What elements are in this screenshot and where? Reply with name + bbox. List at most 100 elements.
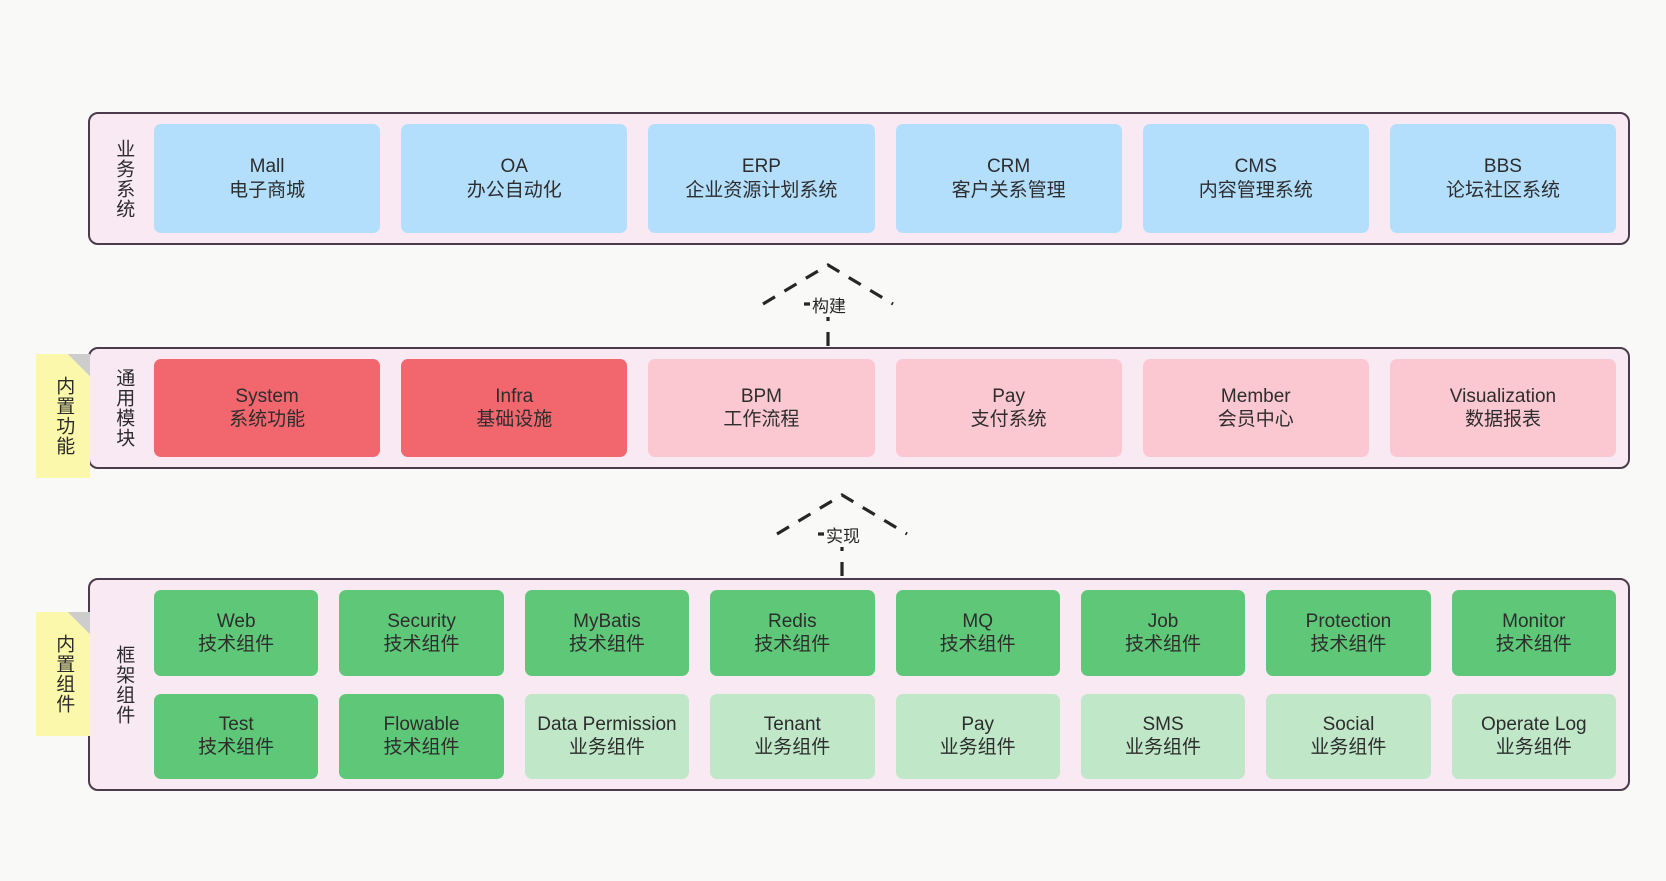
card-desc: 支付系统	[970, 409, 1047, 430]
card-monitor[interactable]: Monitor 技术组件	[1451, 590, 1616, 676]
card-test[interactable]: Test 技术组件	[154, 693, 319, 779]
card-title: Flowable	[383, 714, 460, 736]
card-title: Protection	[1305, 610, 1392, 632]
card-title: Tenant	[763, 714, 821, 736]
card-title: MyBatis	[573, 610, 641, 632]
card-title: MQ	[962, 610, 993, 632]
card-desc: 业务组件	[939, 737, 1016, 759]
layer-title-common-module: 通用模块	[113, 368, 135, 448]
card-title: Security	[387, 610, 456, 632]
card-title: ERP	[741, 156, 781, 178]
card-desc: 技术组件	[198, 633, 275, 655]
card-social[interactable]: Social 业务组件	[1266, 693, 1431, 779]
card-desc: 系统功能	[229, 409, 306, 430]
card-data-permission[interactable]: Data Permission 业务组件	[524, 693, 690, 779]
card-member[interactable]: Member 会员中心	[1142, 359, 1369, 457]
connector-build: 构建	[758, 262, 898, 346]
card-title: Infra	[495, 385, 534, 407]
card-desc: 电子商城	[229, 179, 306, 201]
card-desc: 技术组件	[383, 737, 460, 759]
card-title: Job	[1147, 610, 1179, 632]
card-desc: 办公自动化	[466, 179, 562, 201]
card-desc: 业务组件	[754, 737, 831, 759]
card-erp[interactable]: ERP 企业资源计划系统	[648, 124, 875, 233]
card-title: Data Permission	[537, 714, 677, 736]
card-title: Social	[1322, 714, 1375, 736]
card-security[interactable]: Security 技术组件	[339, 590, 504, 676]
card-visualization[interactable]: Visualization 数据报表	[1389, 359, 1617, 457]
card-desc: 技术组件	[568, 633, 645, 655]
card-title: BPM	[740, 385, 783, 407]
layer-title-business-system: 业务系统	[113, 138, 135, 219]
layer-body-framework-component: Web 技术组件 Security 技术组件 MyBatis 技术组件 Redi…	[144, 590, 1616, 779]
card-title: Member	[1220, 385, 1291, 407]
card-desc: 工作流程	[723, 409, 800, 430]
note-label: 内置功能	[53, 376, 75, 456]
card-desc: 企业资源计划系统	[685, 179, 838, 201]
card-desc: 论坛社区系统	[1445, 179, 1560, 201]
card-sms[interactable]: SMS 业务组件	[1080, 693, 1246, 779]
card-row-technical: Web 技术组件 Security 技术组件 MyBatis 技术组件 Redi…	[154, 590, 1616, 676]
card-desc: 技术组件	[1495, 633, 1572, 655]
connector-build-label: 构建	[810, 292, 848, 317]
note-label: 内置组件	[53, 634, 75, 714]
layer-business-system: 业务系统 Mall 电子商城 OA 办公自动化 ERP 企业资源计划系统 CRM…	[88, 112, 1630, 245]
card-desc: 业务组件	[568, 737, 645, 759]
card-pay[interactable]: Pay 支付系统	[895, 359, 1122, 457]
card-desc: 技术组件	[754, 633, 831, 655]
card-mall[interactable]: Mall 电子商城	[154, 124, 381, 233]
card-title: CRM	[986, 156, 1031, 178]
card-cms[interactable]: CMS 内容管理系统	[1142, 124, 1369, 233]
card-row: System 系统功能 Infra 基础设施 BPM 工作流程 Pay 支付系统…	[154, 359, 1617, 457]
layer-body-business-system: Mall 电子商城 OA 办公自动化 ERP 企业资源计划系统 CRM 客户关系…	[144, 124, 1617, 233]
layer-framework-component: 框架组件 Web 技术组件 Security 技术组件 MyBatis 技术组件…	[88, 578, 1630, 791]
card-oa[interactable]: OA 办公自动化	[401, 124, 628, 233]
card-pay-business[interactable]: Pay 业务组件	[895, 693, 1060, 779]
card-title: System	[235, 385, 299, 407]
card-desc: 会员中心	[1217, 409, 1294, 430]
card-desc: 内容管理系统	[1198, 179, 1313, 201]
card-flowable[interactable]: Flowable 技术组件	[339, 693, 504, 779]
card-title: Visualization	[1449, 385, 1557, 407]
card-crm[interactable]: CRM 客户关系管理	[895, 124, 1122, 233]
card-desc: 数据报表	[1464, 409, 1541, 430]
card-tenant[interactable]: Tenant 业务组件	[710, 693, 875, 779]
note-builtin-component: 内置组件	[36, 612, 90, 736]
card-bpm[interactable]: BPM 工作流程	[648, 359, 875, 457]
card-desc: 业务组件	[1310, 737, 1387, 759]
card-title: OA	[500, 156, 528, 178]
card-title: SMS	[1142, 714, 1184, 736]
card-system[interactable]: System 系统功能	[154, 359, 381, 457]
card-protection[interactable]: Protection 技术组件	[1266, 590, 1431, 676]
card-title: Test	[218, 714, 254, 736]
card-desc: 客户关系管理	[951, 179, 1066, 201]
card-mq[interactable]: MQ 技术组件	[895, 590, 1060, 676]
card-desc: 技术组件	[939, 633, 1016, 655]
card-title: Monitor	[1502, 610, 1566, 632]
card-redis[interactable]: Redis 技术组件	[710, 590, 875, 676]
card-title: Mall	[249, 156, 285, 178]
card-web[interactable]: Web 技术组件	[154, 590, 319, 676]
card-desc: 技术组件	[1125, 633, 1202, 655]
card-row: Mall 电子商城 OA 办公自动化 ERP 企业资源计划系统 CRM 客户关系…	[154, 124, 1617, 233]
card-title: BBS	[1483, 156, 1522, 178]
card-desc: 技术组件	[198, 737, 275, 759]
layer-common-module: 通用模块 System 系统功能 Infra 基础设施 BPM 工作流程 Pay…	[88, 347, 1630, 469]
card-desc: 业务组件	[1125, 737, 1202, 759]
card-job[interactable]: Job 技术组件	[1080, 590, 1246, 676]
card-title: CMS	[1234, 156, 1277, 178]
card-title: Redis	[768, 610, 817, 632]
connector-implement: 实现	[772, 492, 912, 576]
card-operate-log[interactable]: Operate Log 业务组件	[1451, 693, 1616, 779]
card-title: Pay	[961, 714, 995, 736]
card-title: Operate Log	[1480, 714, 1587, 736]
card-mybatis[interactable]: MyBatis 技术组件	[524, 590, 690, 676]
card-row-business: Test 技术组件 Flowable 技术组件 Data Permission …	[154, 693, 1616, 779]
card-bbs[interactable]: BBS 论坛社区系统	[1389, 124, 1617, 233]
layer-body-common-module: System 系统功能 Infra 基础设施 BPM 工作流程 Pay 支付系统…	[144, 359, 1617, 457]
card-infra[interactable]: Infra 基础设施	[401, 359, 628, 457]
card-desc: 业务组件	[1495, 737, 1572, 759]
card-desc: 技术组件	[383, 633, 460, 655]
card-title: Web	[216, 610, 256, 632]
